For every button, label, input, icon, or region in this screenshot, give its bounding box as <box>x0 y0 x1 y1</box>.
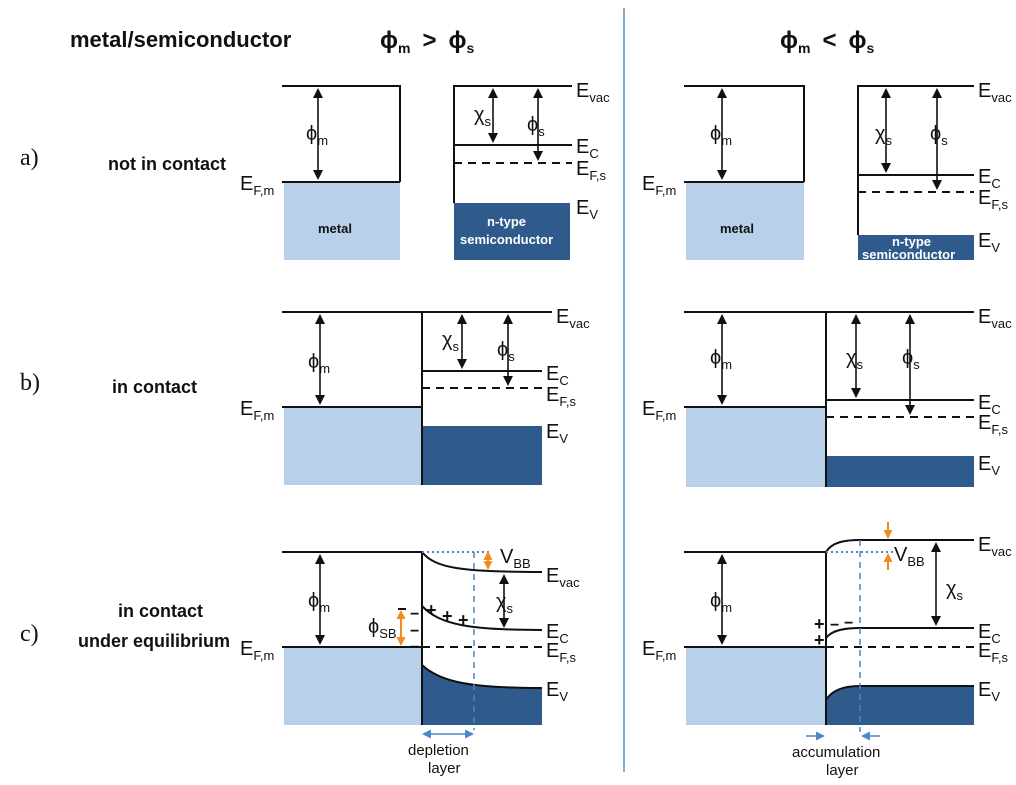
positive-charge: + <box>814 614 825 634</box>
e-fs-label: EF,s <box>576 158 606 183</box>
metal-label: metal <box>318 221 352 236</box>
row-marker-c: c) <box>20 621 39 647</box>
metal-label: metal <box>720 221 754 236</box>
chi-s-label: χs <box>474 104 492 129</box>
phi-sb-label: ϕSB <box>368 616 397 641</box>
ntype-label-1: n-type <box>892 234 931 249</box>
metal-block <box>686 182 804 260</box>
v-bb-label: VBB <box>894 544 925 569</box>
row-marker-a: a) <box>20 145 39 171</box>
phi-m-label: ϕm <box>308 590 330 615</box>
row-marker-b: b) <box>20 370 40 396</box>
e-v-label: EV <box>978 230 1000 255</box>
e-vac-label: Evac <box>978 306 1012 331</box>
phi-m-label: ϕm <box>710 347 732 372</box>
e-v-label: EV <box>546 679 568 704</box>
negative-charge: − <box>830 617 839 634</box>
phi-m-label: ϕm <box>710 123 732 148</box>
e-vac-label: Evac <box>978 534 1012 559</box>
ef-m-label: EF,m <box>642 173 676 198</box>
figure-title: metal/semiconductor <box>70 27 292 52</box>
semiconductor-block <box>454 203 570 260</box>
ef-m-label: EF,m <box>642 638 676 663</box>
diagram-c-left: VBB ϕm ϕSB − − − + + + χs EF,m Evac EC E… <box>240 546 580 777</box>
positive-charge: + <box>814 630 825 650</box>
e-fs-label: EF,s <box>978 187 1008 212</box>
metal-block <box>686 647 826 725</box>
e-vac-label: Evac <box>576 80 610 105</box>
metal-block <box>284 647 422 725</box>
ef-m-label: EF,m <box>642 398 676 423</box>
phi-s-label: ϕs <box>930 123 948 148</box>
positive-charge: + <box>442 606 453 626</box>
semiconductor-block <box>858 235 974 260</box>
phi-m-label: ϕm <box>308 351 330 376</box>
e-fs-label: EF,s <box>546 640 576 665</box>
ntype-label-2: semiconductor <box>460 232 553 247</box>
phi-s-label: ϕs <box>902 347 920 372</box>
e-vac-label: Evac <box>978 80 1012 105</box>
negative-charge: − <box>410 606 419 623</box>
metal-block <box>686 407 826 487</box>
ntype-label-1: n-type <box>487 214 526 229</box>
diagram-a-left: metal ϕm EF,m n-type semiconductor χs ϕs… <box>240 80 610 260</box>
e-c-label: EC <box>978 392 1001 417</box>
chi-s-label: χs <box>442 329 460 354</box>
left-condition: ϕm>ϕs <box>380 27 474 56</box>
e-v-label: EV <box>546 421 568 446</box>
e-c-label: EC <box>978 621 1001 646</box>
diagram-c-right: VBB ϕm χs + + − − EF,m Evac EC EF,s EV a… <box>642 522 1012 779</box>
e-c-label: EC <box>546 363 569 388</box>
diagram-a-right: metal ϕm EF,m n-type semiconductor χs ϕs… <box>642 80 1012 262</box>
ntype-label-2: semiconductor <box>862 247 955 262</box>
right-condition: ϕm<ϕs <box>780 27 874 56</box>
row-label-a: not in contact <box>108 154 226 174</box>
phi-s-label: ϕs <box>497 339 515 364</box>
e-c-label: EC <box>978 166 1001 191</box>
chi-s-label: χs <box>496 591 514 616</box>
negative-charge: − <box>844 615 853 632</box>
diagram-b-right: ϕm χs ϕs EF,m Evac EC EF,s EV <box>642 306 1012 487</box>
e-fs-label: EF,s <box>978 640 1008 665</box>
phi-s-label: ϕs <box>527 114 545 139</box>
row-label-b: in contact <box>112 377 197 397</box>
phi-m-label: ϕm <box>306 123 328 148</box>
row-label-c-line2: under equilibrium <box>78 631 230 651</box>
positive-charge: + <box>426 600 437 620</box>
metal-block <box>284 407 422 485</box>
e-v-label: EV <box>576 197 598 222</box>
semiconductor-block <box>422 426 542 485</box>
negative-charge: − <box>410 639 419 656</box>
e-fs-label: EF,s <box>978 412 1008 437</box>
phi-m-label: ϕm <box>710 590 732 615</box>
ef-m-label: EF,m <box>240 173 274 198</box>
e-vac-label: Evac <box>556 306 590 331</box>
e-c-label: EC <box>576 136 599 161</box>
e-v-label: EV <box>978 679 1000 704</box>
chi-s-label: χs <box>846 347 864 372</box>
depletion-label-1: depletion <box>408 742 469 759</box>
ef-m-label: EF,m <box>240 638 274 663</box>
semiconductor-block <box>826 456 974 487</box>
depletion-label-2: layer <box>428 760 461 777</box>
positive-charge: + <box>458 610 469 630</box>
ef-m-label: EF,m <box>240 398 274 423</box>
metal-block <box>284 182 400 260</box>
e-fs-label: EF,s <box>546 384 576 409</box>
semiconductor-block <box>826 686 974 725</box>
e-c-label: EC <box>546 621 569 646</box>
e-v-label: EV <box>978 453 1000 478</box>
negative-charge: − <box>410 623 419 640</box>
diagram-b-left: ϕm χs ϕs EF,m Evac EC EF,s EV <box>240 306 590 485</box>
e-vac-label: Evac <box>546 565 580 590</box>
v-bb-label: VBB <box>500 546 531 571</box>
accumulation-label-2: layer <box>826 762 859 779</box>
chi-s-label: χs <box>946 578 964 603</box>
accumulation-label-1: accumulation <box>792 744 880 761</box>
row-label-c-line1: in contact <box>118 601 203 621</box>
semiconductor-block <box>422 665 542 725</box>
chi-s-label: χs <box>875 123 893 148</box>
